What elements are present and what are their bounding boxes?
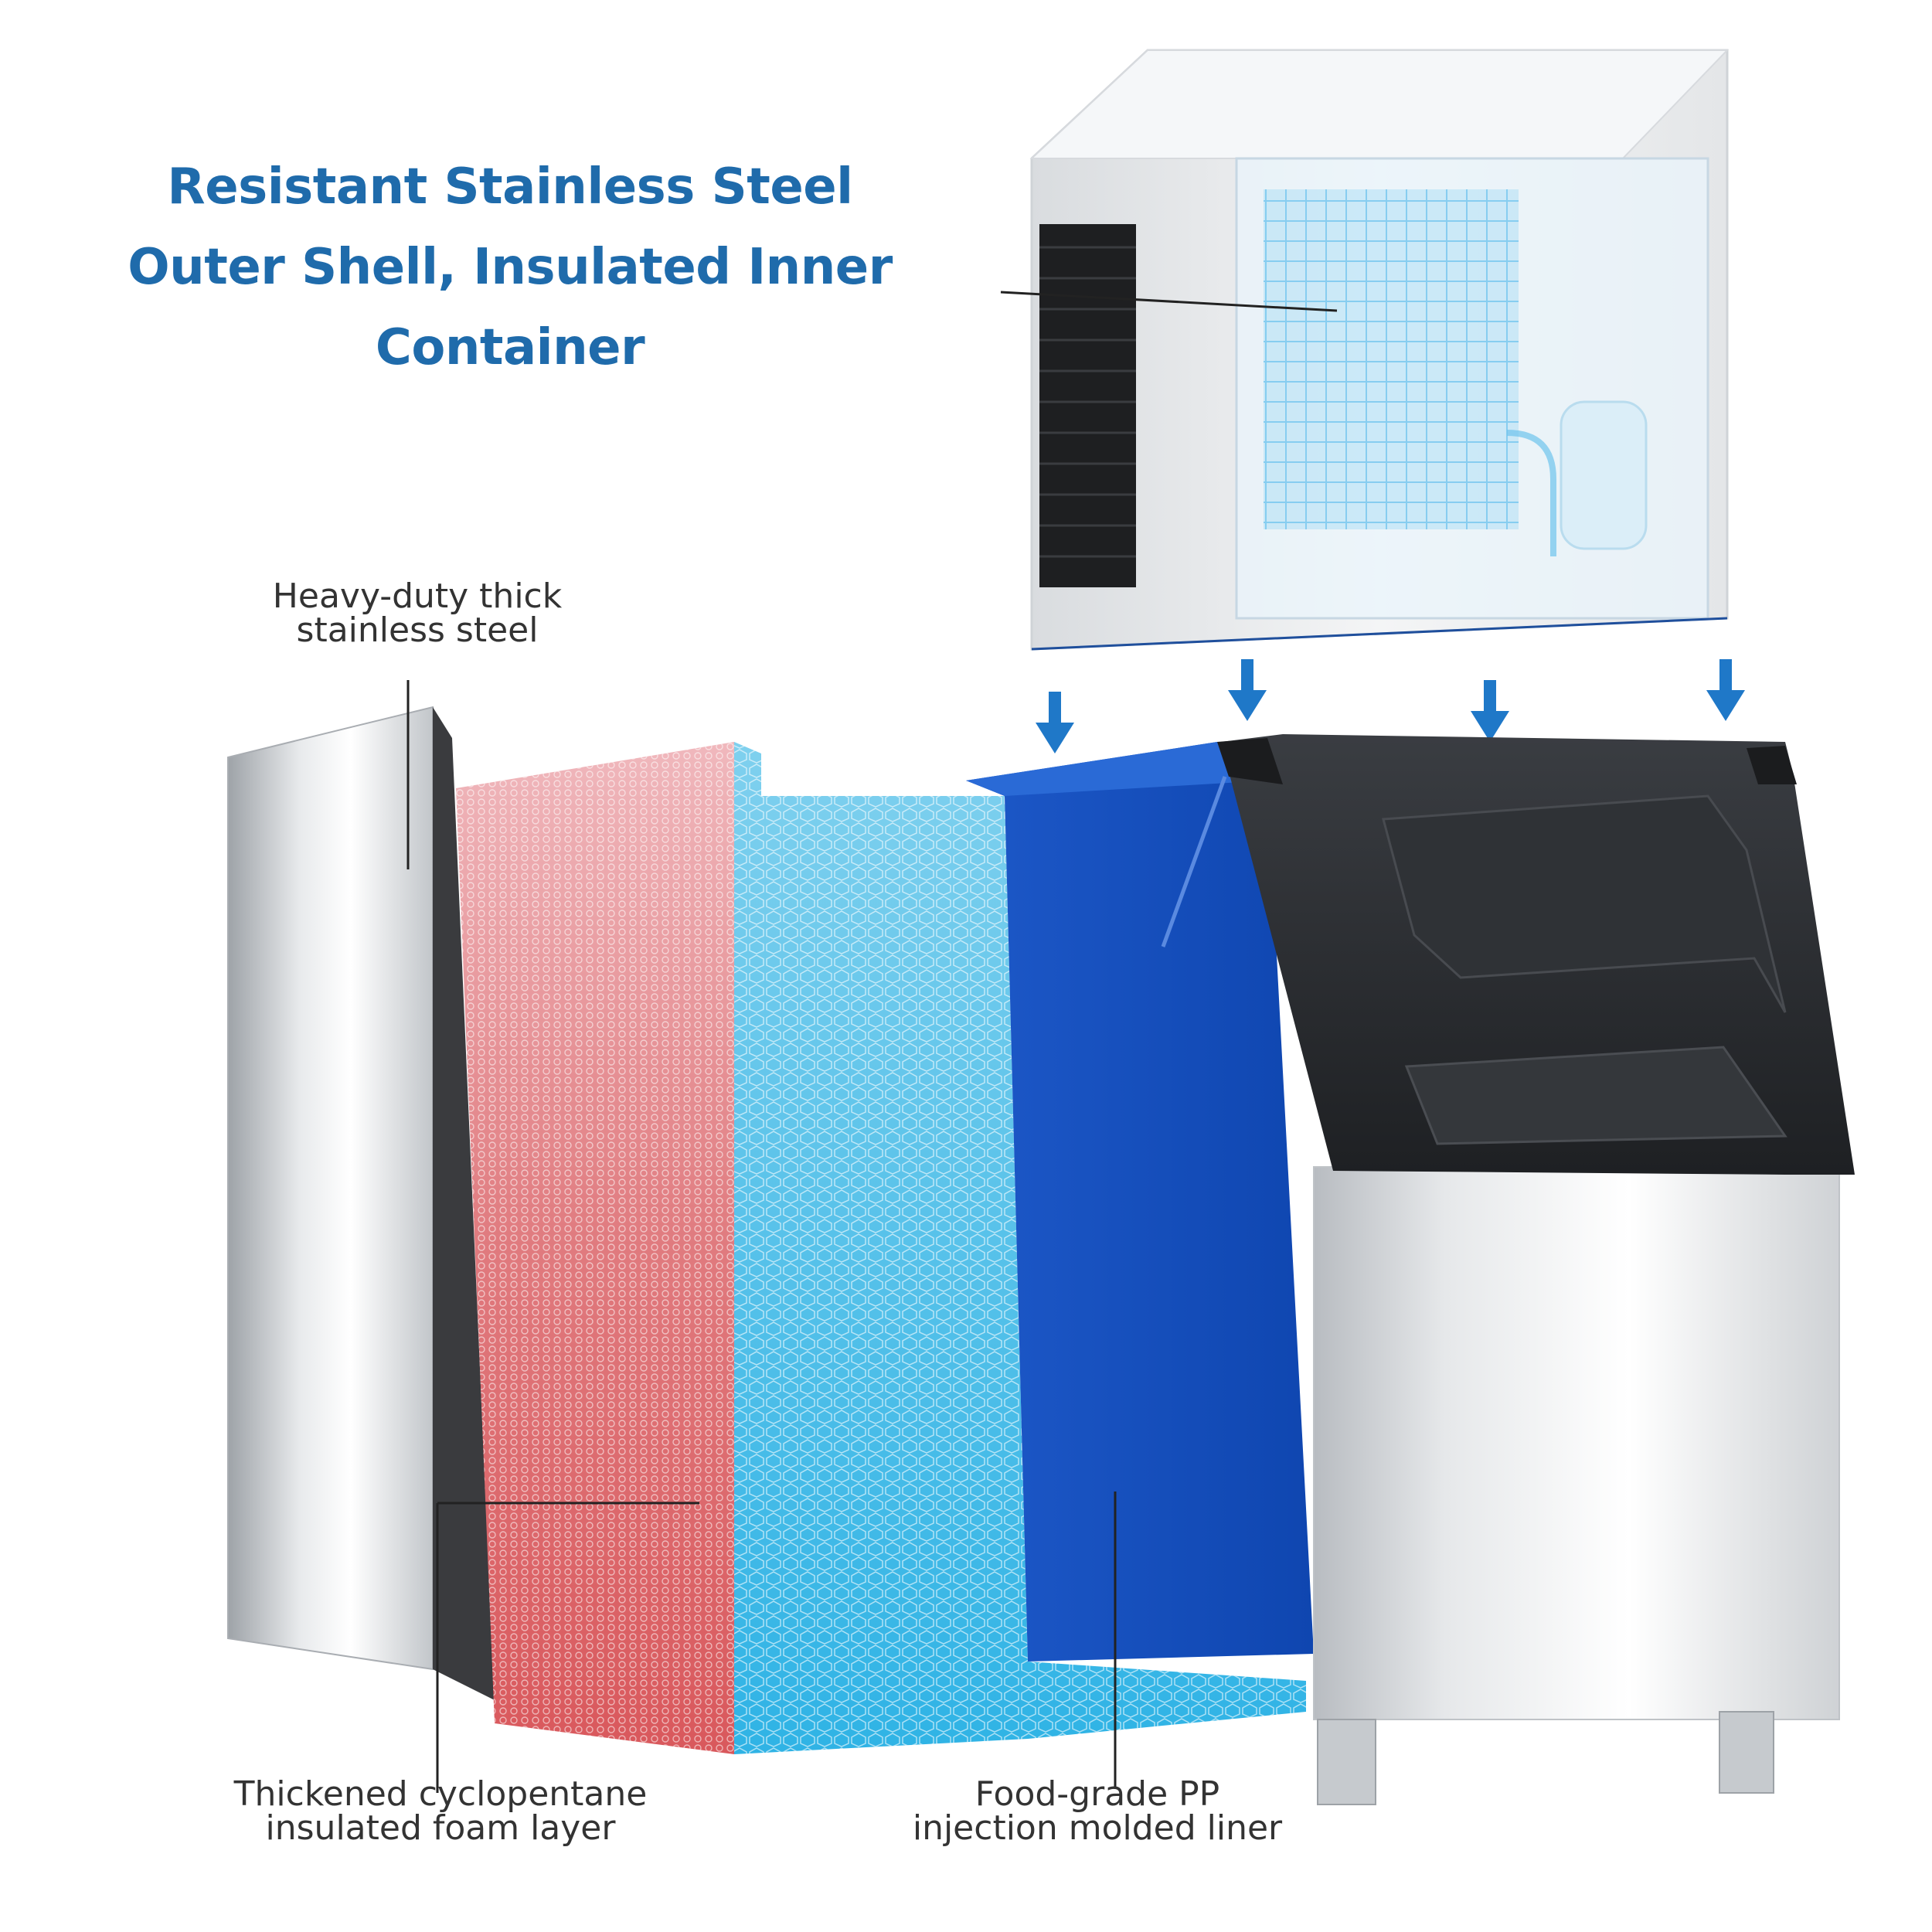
water-pump bbox=[1560, 400, 1648, 550]
callout-foam-layer: Thickened cyclopentane insulated foam la… bbox=[170, 1777, 711, 1845]
headline: Resistant Stainless Steel Outer Shell, I… bbox=[46, 147, 974, 388]
callout-pp-liner: Food-grade PP injection molded liner bbox=[850, 1777, 1345, 1845]
bin-leg bbox=[1719, 1711, 1774, 1794]
storage-bin bbox=[1217, 734, 1855, 1805]
callout-stainless-steel-line-1: Heavy-duty thick bbox=[272, 577, 563, 616]
callout-pp-liner-line-2: injection molded liner bbox=[912, 1808, 1283, 1848]
headline-leader-line bbox=[1000, 291, 1338, 312]
callout-foam-layer-line-2: insulated foam layer bbox=[265, 1808, 616, 1848]
callout-pp-liner-line-1: Food-grade PP bbox=[975, 1774, 1220, 1814]
down-arrow-icon bbox=[1471, 680, 1509, 742]
headline-line-1: Resistant Stainless Steel bbox=[167, 158, 853, 216]
evaporator-grid bbox=[1264, 189, 1519, 529]
pp-liner bbox=[966, 742, 1314, 1789]
callout-stainless-steel-line-2: stainless steel bbox=[296, 611, 539, 650]
stainless-steel-panel bbox=[227, 680, 495, 1700]
down-arrow-icon bbox=[1706, 659, 1745, 721]
callout-stainless-steel: Heavy-duty thick stainless steel bbox=[232, 580, 603, 648]
headline-line-2: Outer Shell, Insulated Inner bbox=[128, 239, 893, 296]
assembly-arrows bbox=[1036, 659, 1745, 753]
ice-machine-head bbox=[1000, 49, 1730, 651]
bin-leg bbox=[1317, 1719, 1376, 1805]
foam-layer-warm bbox=[436, 742, 734, 1793]
foam-layer-cold bbox=[734, 742, 1306, 1754]
down-arrow-icon bbox=[1228, 659, 1267, 721]
side-vent bbox=[1039, 224, 1136, 587]
headline-line-3: Container bbox=[375, 319, 645, 376]
down-arrow-icon bbox=[1036, 692, 1074, 753]
callout-foam-layer-line-1: Thickened cyclopentane bbox=[233, 1774, 648, 1814]
